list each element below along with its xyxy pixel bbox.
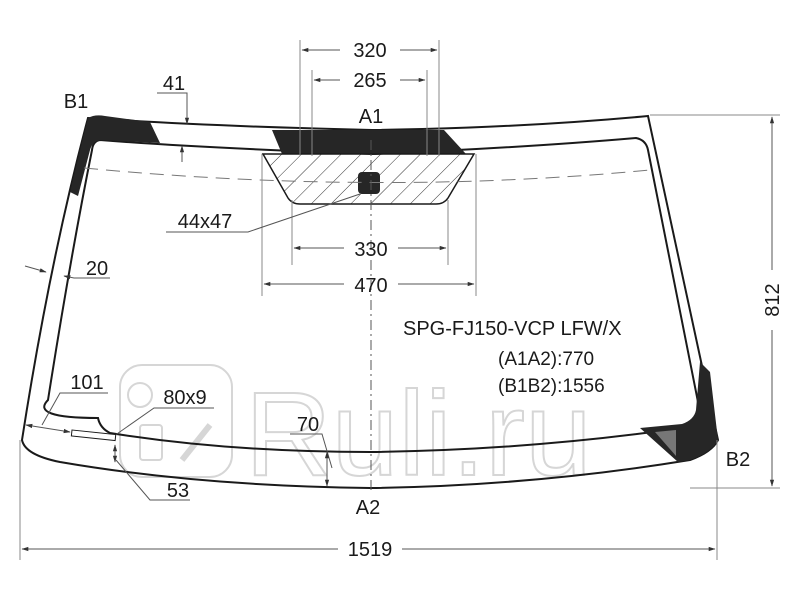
dim-height-label: 812: [762, 283, 784, 316]
point-a1-label: A1: [359, 106, 383, 128]
dim-vin-offset-label: 53: [167, 480, 189, 502]
dim-width-label: 1519: [348, 539, 393, 561]
corner-band-b1: [70, 115, 160, 196]
dim-corner-offset: [25, 423, 71, 434]
corner-band-b2: [640, 362, 718, 462]
spec-b1b2: (B1B2):1556: [498, 376, 605, 397]
dim-top-outer-label: 320: [353, 40, 386, 62]
top-black-band: [272, 130, 466, 154]
part-code: SPG-FJ150-VCP LFW/X: [403, 318, 622, 340]
vin-window-leader: [113, 407, 214, 437]
dim-border-side-right: [63, 275, 110, 280]
point-b2-label: B2: [726, 449, 750, 471]
dim-border-top-label: 41: [163, 73, 185, 95]
dim-hatch-outer-label: 470: [354, 275, 387, 297]
glass-outer-edge: [20, 114, 720, 490]
point-b1-label: B1: [64, 91, 88, 113]
b2-shade: [655, 430, 676, 456]
extension-lines: [19, 40, 780, 560]
dim-border-side-left: [24, 265, 47, 273]
dim-border-side-label: 20: [86, 258, 108, 280]
dim-hatch-inner-label: 330: [354, 239, 387, 261]
dim-corner-label: 101: [70, 372, 103, 394]
dim-border-top-leader: [157, 92, 190, 125]
shade-band-line: [83, 167, 651, 183]
dim-border-bottom-label: 70: [297, 414, 319, 436]
spec-a1a2: (A1A2):770: [498, 349, 594, 370]
dim-top-inner-label: 265: [353, 70, 386, 92]
sensor-pad: [358, 172, 380, 194]
dim-corner-leader: [41, 392, 108, 426]
sensor-pad-label: 44x47: [178, 211, 233, 233]
point-a2-label: A2: [356, 497, 380, 519]
vin-window: [70, 429, 117, 442]
vin-window-label: 80x9: [163, 387, 206, 409]
vin-offset-leader: [115, 459, 190, 501]
sensor-pad-leader: [166, 193, 361, 233]
